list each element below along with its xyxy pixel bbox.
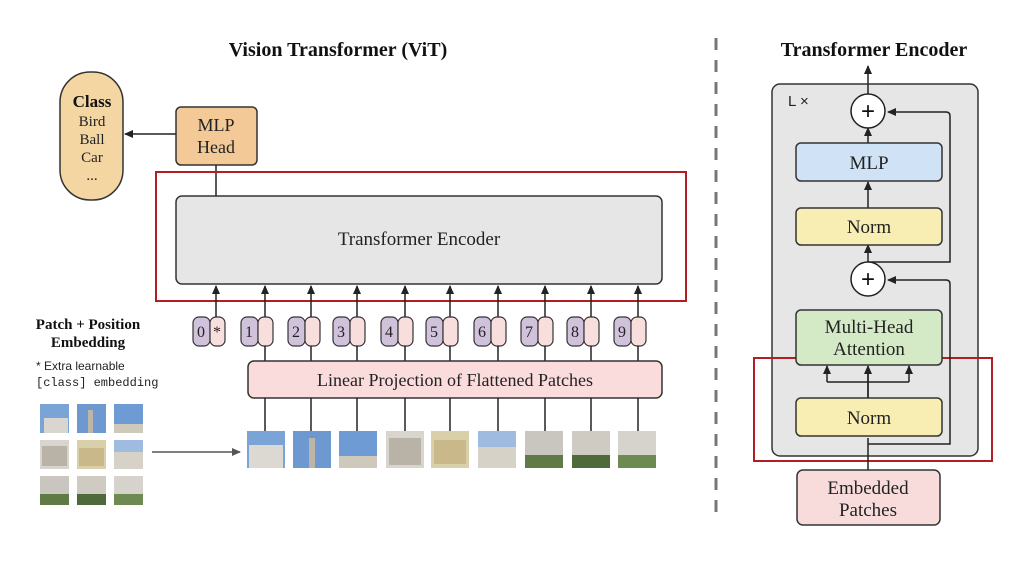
- grid-patch-8: [77, 476, 106, 505]
- sequence-patch-9: [618, 431, 656, 468]
- token-5: 5: [425, 316, 459, 347]
- token-1: 1: [240, 316, 274, 347]
- token-arrows: [212, 285, 642, 317]
- grid-patch-2: [77, 404, 106, 433]
- token-4: 4: [380, 316, 414, 347]
- norm-bottom-block: Norm: [795, 397, 943, 437]
- residual-connections: [868, 108, 951, 445]
- projection-to-token-lines: [264, 346, 639, 361]
- mlp-head-line1: MLP: [197, 115, 234, 135]
- token-number-8: 8: [571, 324, 579, 341]
- linear-projection-box: Linear Projection of Flattened Patches: [247, 360, 663, 399]
- token-number-7: 7: [525, 324, 533, 341]
- grid-patch-4: [40, 440, 69, 469]
- attention-label-line2: Attention: [833, 339, 905, 360]
- linear-projection-label: Linear Projection of Flattened Patches: [317, 370, 593, 390]
- extra-note-line1: * Extra learnable: [36, 359, 125, 373]
- transformer-encoder-label: Transformer Encoder: [338, 229, 501, 250]
- norm-top-label: Norm: [847, 217, 892, 238]
- encoder-title: Transformer Encoder: [781, 39, 968, 61]
- grid-patch-7: [40, 476, 69, 505]
- class-item-ellipsis: ...: [86, 168, 97, 184]
- token-2: 2: [287, 316, 321, 347]
- attention-input-arrows: [823, 365, 913, 398]
- token-3: 3: [332, 316, 366, 347]
- grid-patch-1: [40, 404, 69, 433]
- patch-to-projection-lines: [264, 398, 639, 431]
- norm-top-block: Norm: [795, 207, 943, 246]
- token-number-5: 5: [430, 324, 438, 341]
- token-number-3: 3: [337, 324, 345, 341]
- sequence-patch-4: [386, 431, 424, 468]
- sequence-patch-6: [478, 431, 516, 468]
- token-number-4: 4: [385, 324, 393, 341]
- patch-position-label-line2: Embedding: [51, 335, 126, 351]
- token-number-6: 6: [478, 324, 486, 341]
- mlp-block-label: MLP: [849, 153, 888, 174]
- sequence-patch-8: [572, 431, 610, 468]
- class-item-car: Car: [81, 150, 103, 166]
- class-item-bird: Bird: [79, 114, 106, 130]
- embedded-patches-line1: Embedded: [827, 478, 909, 499]
- encoder-highlight-frame: [155, 171, 687, 302]
- class-token-mark: *: [213, 324, 221, 341]
- embedded-patches-block: Embedded Patches: [796, 469, 941, 526]
- class-item-ball: Ball: [80, 132, 105, 148]
- plus-symbol-top: +: [861, 98, 875, 125]
- transformer-encoder-box: Transformer Encoder: [175, 195, 663, 285]
- token-6: 6: [473, 316, 507, 347]
- mlp-head-box: MLP Head: [175, 106, 258, 166]
- grid-patch-9: [114, 476, 143, 505]
- token-number-1: 1: [245, 324, 253, 341]
- token-0: 0 *: [192, 316, 226, 347]
- extra-note-line2: [class] embedding: [36, 376, 158, 390]
- embedded-patches-line2: Patches: [839, 500, 897, 521]
- repeat-label: L ×: [788, 93, 809, 110]
- sequence-patch-3: [339, 431, 377, 468]
- mlp-head-line2: Head: [197, 137, 235, 157]
- mlp-block: MLP: [795, 142, 943, 182]
- plus-symbol-bottom: +: [861, 266, 875, 293]
- norm-bottom-label: Norm: [847, 408, 892, 429]
- class-heading: Class: [73, 92, 112, 111]
- grid-patch-3: [114, 404, 143, 433]
- token-number-0: 0: [197, 324, 205, 341]
- attention-label-line1: Multi-Head: [825, 317, 914, 338]
- token-number-9: 9: [618, 324, 626, 341]
- plus-circle-top: +: [850, 93, 886, 129]
- sequence-patch-7: [525, 431, 563, 468]
- plus-circle-bottom: +: [850, 261, 886, 297]
- token-number-2: 2: [292, 324, 300, 341]
- token-9: 9: [613, 316, 647, 347]
- patch-sequence: [247, 431, 656, 468]
- attention-block: Multi-Head Attention: [795, 309, 943, 366]
- sequence-patch-2: [293, 431, 331, 468]
- vit-title: Vision Transformer (ViT): [229, 39, 448, 61]
- source-image-grid: [40, 404, 143, 505]
- grid-patch-6: [114, 440, 143, 469]
- patch-position-label-line1: Patch + Position: [36, 317, 141, 333]
- grid-patch-5: [77, 440, 106, 469]
- class-box: Class Bird Ball Car ...: [59, 71, 124, 201]
- sequence-patch-1: [247, 431, 285, 468]
- token-8: 8: [566, 316, 600, 347]
- token-7: 7: [520, 316, 554, 347]
- sequence-patch-5: [431, 431, 469, 468]
